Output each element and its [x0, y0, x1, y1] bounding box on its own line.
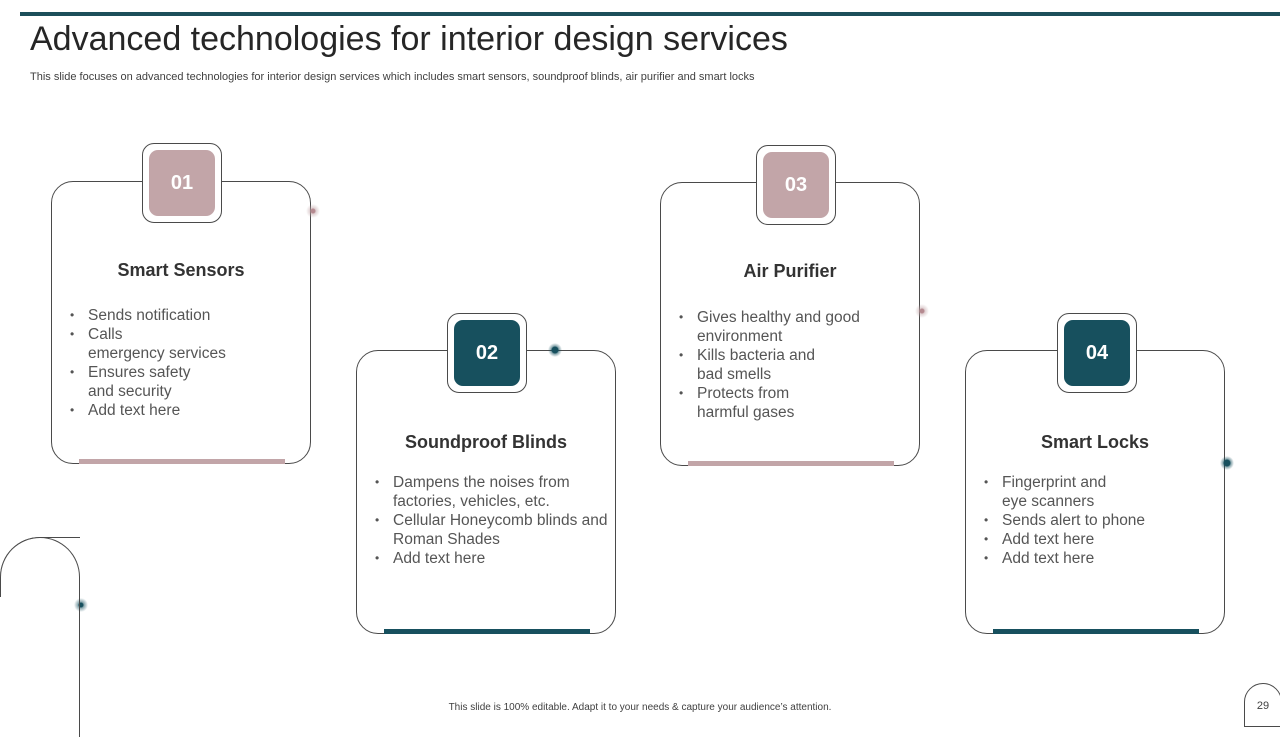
number-badge: 02	[447, 313, 527, 393]
card-accent-bar	[688, 461, 894, 466]
card-smart-sensors: Smart Sensors Sends notification Calls e…	[51, 181, 311, 464]
number-badge: 01	[142, 143, 222, 223]
card-accent-bar	[993, 629, 1199, 634]
card-title: Smart Sensors	[117, 260, 245, 280]
bullet-item: Sends alert to phone	[984, 511, 1145, 530]
card-air-purifier: Air Purifier Gives healthy and good envi…	[660, 182, 920, 466]
bullet-item: Dampens the noises from	[375, 473, 608, 492]
card-title: Smart Locks	[1040, 432, 1150, 452]
card-title: Air Purifier	[743, 261, 837, 281]
number-badge-fill: 02	[454, 320, 520, 386]
sparkle-icon	[915, 304, 929, 318]
sparkle-icon	[306, 204, 320, 218]
bullet-item-continued: bad smells	[697, 366, 772, 383]
card-bullet-list: Gives healthy and good environment Kills…	[679, 308, 860, 422]
card-bullet-list: Sends notification Calls emergency servi…	[70, 306, 226, 420]
card-smart-locks: Smart Locks Fingerprint and eye scanners…	[965, 350, 1225, 634]
bullet-item-continued: environment	[697, 328, 783, 345]
number-badge-fill: 04	[1064, 320, 1130, 386]
bullet-item: Ensures safety	[70, 363, 226, 382]
bullet-item: Add text here	[375, 549, 608, 568]
sparkle-icon	[1220, 456, 1234, 470]
card-soundproof-blinds: Soundproof Blinds Dampens the noises fro…	[356, 350, 616, 634]
card-bullet-list: Dampens the noises from factories, vehic…	[375, 473, 608, 568]
bullet-item: Add text here	[984, 530, 1145, 549]
bullet-item-continued: factories, vehicles, etc.	[393, 493, 550, 510]
footer-note: This slide is 100% editable. Adapt it to…	[448, 702, 832, 713]
bullet-item-continued: Roman Shades	[393, 531, 500, 548]
page-number: 29	[1244, 683, 1280, 727]
sparkle-icon	[548, 343, 562, 357]
card-bullet-list: Fingerprint and eye scanners Sends alert…	[984, 473, 1145, 568]
number-badge-fill: 03	[763, 152, 829, 218]
bullet-item: Add text here	[984, 549, 1145, 568]
bullet-item-continued: and security	[88, 383, 172, 400]
bullet-item: Protects from	[679, 384, 860, 403]
bullet-item: Calls	[70, 325, 226, 344]
bullet-item-continued: eye scanners	[1002, 493, 1095, 510]
number-badge: 03	[756, 145, 836, 225]
number-badge: 04	[1057, 313, 1137, 393]
bullet-item: Gives healthy and good	[679, 308, 860, 327]
card-title: Soundproof Blinds	[405, 432, 567, 452]
decorative-arch-left	[0, 537, 80, 597]
slide-title: Advanced technologies for interior desig…	[30, 20, 788, 58]
card-accent-bar	[384, 629, 590, 634]
bullet-item: Fingerprint and	[984, 473, 1145, 492]
top-rule	[20, 12, 1280, 16]
sparkle-icon	[74, 598, 88, 612]
bullet-item: Kills bacteria and	[679, 346, 860, 365]
bullet-item: Cellular Honeycomb blinds and	[375, 511, 608, 530]
bullet-item-continued: emergency services	[88, 345, 226, 362]
card-accent-bar	[79, 459, 285, 464]
bullet-item-continued: harmful gases	[697, 404, 795, 421]
number-badge-fill: 01	[149, 150, 215, 216]
bullet-item: Add text here	[70, 401, 226, 420]
slide-subtitle: This slide focuses on advanced technolog…	[30, 71, 755, 83]
bullet-item: Sends notification	[70, 306, 226, 325]
